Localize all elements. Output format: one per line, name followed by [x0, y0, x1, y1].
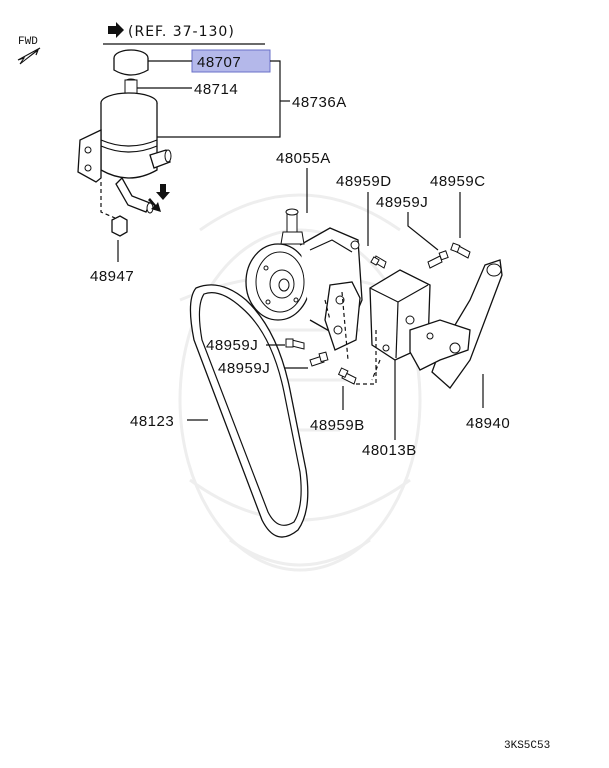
nut-48947 — [100, 182, 128, 262]
bolt-48959j-mid1 — [266, 338, 305, 350]
label-48055a[interactable]: 48055A — [276, 150, 331, 167]
bolt-48959j-top — [407, 212, 449, 269]
label-48959j-mid2[interactable]: 48959J — [218, 360, 270, 377]
label-48959b[interactable]: 48959B — [310, 417, 365, 434]
flow-arrow-icon — [156, 184, 170, 200]
fwd-label: FWD — [18, 36, 38, 48]
callout-lines-reservoir — [137, 60, 290, 138]
label-48947[interactable]: 48947 — [90, 268, 134, 285]
bolt-48959b — [337, 330, 377, 410]
diagram-code: 3KS5C53 — [504, 740, 550, 752]
bolt-48959j-mid2 — [284, 351, 329, 369]
reference-text: (REF. 37-130) — [128, 24, 235, 40]
label-48959d[interactable]: 48959D — [336, 173, 392, 190]
drive-belt — [189, 284, 309, 538]
label-48940[interactable]: 48940 — [466, 415, 510, 432]
label-48959j-mid1[interactable]: 48959J — [206, 337, 258, 354]
label-48736a[interactable]: 48736A — [292, 94, 347, 111]
reservoir-cap — [113, 49, 149, 101]
label-48123[interactable]: 48123 — [130, 413, 174, 430]
label-48959j-top[interactable]: 48959J — [376, 194, 428, 211]
arrow-right-icon — [108, 22, 124, 38]
power-steering-pump — [245, 208, 363, 351]
dashed-guides — [324, 291, 381, 381]
label-48707[interactable]: 48707 — [197, 54, 241, 71]
reservoir-tank — [77, 92, 172, 214]
adjuster-bracket — [409, 259, 503, 389]
reference-callout: (REF. 37-130) — [103, 22, 265, 45]
fwd-arrow-icon: FWD — [17, 36, 41, 65]
label-48959c[interactable]: 48959C — [430, 173, 486, 190]
bolt-48959d — [367, 192, 387, 269]
label-48714[interactable]: 48714 — [194, 81, 238, 98]
bolt-48959c — [450, 192, 471, 259]
label-48013b[interactable]: 48013B — [362, 442, 417, 459]
flow-arrow-icon — [148, 198, 161, 212]
